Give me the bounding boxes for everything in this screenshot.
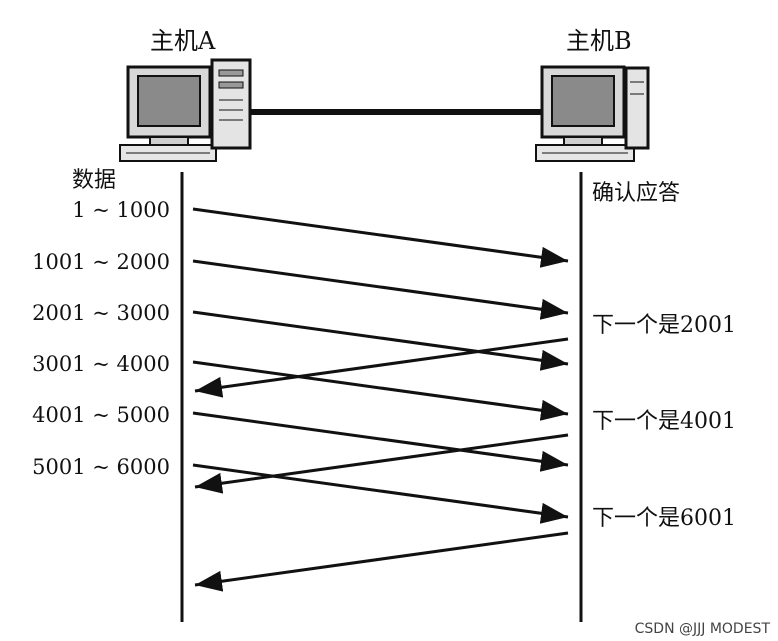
host-b-computer-icon: [535, 65, 650, 162]
watermark: CSDN @JJJ MODEST: [634, 621, 770, 637]
segment-range-label: 2001 ~ 3000: [32, 301, 170, 325]
segment-range-label: 5001 ~ 6000: [32, 455, 170, 479]
host-a-computer-icon: [119, 58, 252, 162]
data-column-header: 数据: [72, 168, 117, 193]
ack-arrows: [194, 337, 569, 592]
data-segment-arrow: [192, 310, 569, 371]
ack-arrow: [194, 433, 569, 494]
segment-range-label: 4001 ~ 5000: [32, 403, 170, 427]
ack-label: 下一个是4001: [592, 409, 736, 434]
ack-arrow: [194, 531, 569, 592]
ack-arrow: [194, 337, 569, 398]
host-b-label: 主机B: [566, 27, 632, 55]
data-segment-arrow: [192, 463, 569, 524]
segment-range-label: 1 ~ 1000: [72, 198, 170, 222]
segment-range-label: 1001 ~ 2000: [32, 250, 170, 274]
data-arrows: [192, 207, 569, 524]
data-segment-arrow: [192, 259, 569, 320]
data-segment-arrow: [192, 207, 569, 268]
ack-label: 下一个是2001: [592, 313, 736, 338]
data-segment-arrow: [192, 411, 569, 472]
host-a-label: 主机A: [150, 27, 216, 55]
ack-label: 下一个是6001: [592, 506, 736, 531]
data-segment-arrow: [192, 360, 569, 421]
ack-column-header: 确认应答: [592, 181, 681, 206]
segment-range-label: 3001 ~ 4000: [32, 352, 170, 376]
